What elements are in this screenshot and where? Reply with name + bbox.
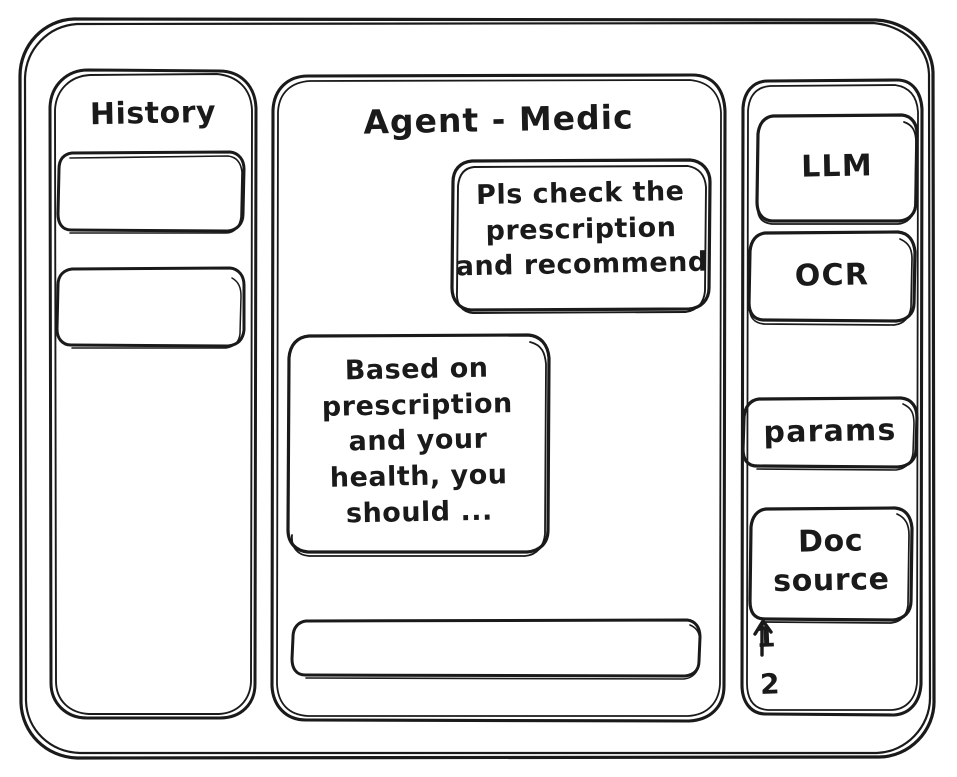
- llm-button-label: LLM: [800, 148, 874, 185]
- assistant-message-text: Based on prescription and your health, y…: [321, 352, 514, 529]
- history-panel-stroke-b: [54, 73, 253, 715]
- composer-placeholder: [306, 632, 686, 639]
- params-button[interactable]: params: [743, 398, 917, 467]
- history-item-label: [57, 292, 245, 296]
- ocr-button-stroke-b: [749, 238, 913, 326]
- history-item-1-stroke2: [69, 155, 243, 234]
- history-panel-title: History: [89, 94, 217, 133]
- history-item[interactable]: [58, 152, 244, 232]
- tools-panel-stroke-a: [740, 78, 924, 717]
- user-bubble-stroke-b: [455, 165, 707, 314]
- llm-button-stroke-b: [757, 121, 917, 225]
- llm-button[interactable]: LLM: [757, 115, 917, 222]
- doc-source-item[interactable]: 1: [752, 620, 912, 660]
- agent-bubble-stroke-b: [291, 341, 547, 557]
- user-message-text: Pls check the prescription and recommend: [455, 176, 708, 283]
- history-item-1-stroke: [56, 150, 246, 233]
- params-button-label: params: [763, 412, 897, 451]
- composer-stroke-a: [290, 618, 702, 678]
- doc-source-button-label: Doc source: [772, 523, 890, 600]
- ocr-button-label: OCR: [794, 257, 870, 294]
- doc-source-item-label: 2: [759, 667, 781, 702]
- window-frame-inner: [23, 21, 932, 755]
- history-item-2-stroke: [55, 266, 246, 348]
- history-item-2-stroke2: [71, 277, 242, 349]
- llm-button-stroke-a: [755, 113, 919, 223]
- params-button-stroke-b: [756, 403, 915, 471]
- doc-source-item[interactable]: 2: [752, 667, 912, 707]
- tools-panel-stroke-b: [746, 84, 919, 711]
- doc-source-button-stroke-b: [764, 513, 910, 624]
- doc-source-button-stroke-a: [748, 506, 914, 622]
- assistant-message-bubble[interactable]: Based on prescription and your health, y…: [288, 335, 548, 552]
- history-panel-stroke-a: [48, 68, 258, 720]
- ocr-button-stroke-a: [747, 230, 917, 323]
- history-item[interactable]: [57, 268, 245, 348]
- user-bubble-stroke-a: [450, 158, 712, 312]
- agent-panel-stroke-a: [270, 73, 727, 723]
- composer-input[interactable]: [292, 620, 700, 676]
- composer-stroke-b: [305, 624, 701, 680]
- ocr-button[interactable]: OCR: [749, 232, 915, 321]
- doc-source-button[interactable]: Doc source: [750, 508, 912, 620]
- params-button-stroke-a: [741, 396, 919, 469]
- history-item-label: [58, 176, 244, 180]
- window-frame-outer: [18, 17, 936, 760]
- agent-panel-stroke-b: [276, 79, 722, 717]
- doc-source-item-label: 1: [755, 620, 777, 655]
- user-message-bubble[interactable]: Pls check the prescription and recommend: [452, 160, 710, 310]
- agent-bubble-stroke-a: [286, 333, 551, 554]
- doc-source-pointer-arrow: [753, 619, 773, 636]
